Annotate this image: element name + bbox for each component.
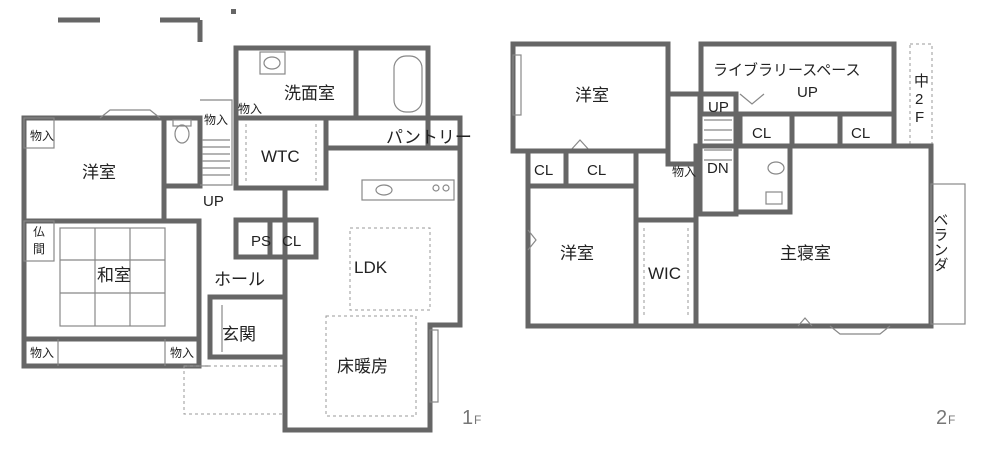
label-monoire-bl: 物入 <box>30 346 54 360</box>
floor-label-2f-f: F <box>948 413 955 427</box>
label-yukadanbou: 床暖房 <box>337 357 388 376</box>
label-senmenshitsu: 洗面室 <box>284 84 335 103</box>
label-monoire-stair: 物入 <box>204 113 228 127</box>
label-naka-1: 中 <box>914 73 929 90</box>
label-ldk: LDK <box>354 258 388 277</box>
label-ps: PS <box>251 233 271 250</box>
label-yoshitsu-top-2f: 洋室 <box>575 86 609 105</box>
stairs-1f <box>202 139 230 176</box>
label-wic: WIC <box>648 264 681 283</box>
label-veranda: ベランダ <box>932 212 949 272</box>
label-library: ライブラリースペース <box>713 61 860 79</box>
label-genkan: 玄関 <box>222 325 256 344</box>
label-monoire-wash: 物入 <box>238 102 262 116</box>
label-monoire-br: 物入 <box>170 346 194 360</box>
label-yoshitsu-mid-2f: 洋室 <box>560 244 594 263</box>
floor-label-1f-f: F <box>474 413 481 427</box>
label-shushinshitsu: 主寝室 <box>780 243 831 263</box>
label-cl-a-2f: CL <box>534 162 553 179</box>
label-cl-b-2f: CL <box>587 162 606 179</box>
label-wtc: WTC <box>261 147 300 166</box>
floor-label-1f-num: 1 <box>462 407 473 429</box>
floor1-plan <box>21 9 463 433</box>
label-naka-3: F <box>915 109 924 126</box>
label-monoire-tl: 物入 <box>30 129 54 143</box>
label-butsuma-top: 仏 <box>33 225 45 239</box>
label-cl-lib2: CL <box>851 125 870 142</box>
label-dn-2f: DN <box>707 160 729 177</box>
label-butsuma-bottom: 間 <box>33 242 45 256</box>
veranda-2f <box>930 183 966 325</box>
label-pantry: パントリー <box>386 128 472 147</box>
label-naka-2: 2 <box>915 91 923 108</box>
stairs-2f <box>704 119 732 161</box>
room-library-2f <box>698 41 897 117</box>
floor2-plan <box>510 41 966 335</box>
label-cl-lib1: CL <box>752 125 771 142</box>
label-washitsu-1f: 和室 <box>97 266 131 285</box>
label-monoire-2f: 物入 <box>672 165 696 179</box>
label-cl-1f: CL <box>282 233 301 250</box>
floor-label-2f-num: 2 <box>936 407 947 429</box>
label-up-1f: UP <box>203 193 224 210</box>
room-genkan-1f <box>207 294 288 360</box>
label-up-b-2f: UP <box>797 84 818 101</box>
label-yoshitsu-1f: 洋室 <box>82 163 116 182</box>
label-hall: ホール <box>214 270 265 289</box>
label-up-a-2f: UP <box>708 99 729 116</box>
